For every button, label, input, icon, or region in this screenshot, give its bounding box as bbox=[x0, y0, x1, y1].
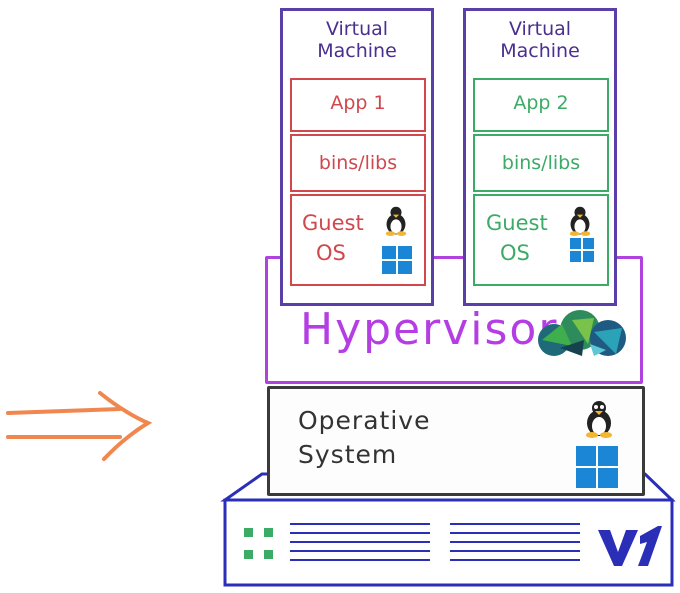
vm2-libs-label: bins/libs bbox=[501, 152, 581, 174]
vm2-libs-layer bbox=[473, 134, 609, 192]
windows-logo-icon bbox=[382, 246, 412, 274]
vm1-libs-layer bbox=[290, 134, 426, 192]
vm2-app-layer bbox=[473, 78, 609, 132]
cloud-mosaic-icon bbox=[538, 310, 626, 356]
server-logo bbox=[598, 526, 662, 566]
vm1-app-layer bbox=[290, 78, 426, 132]
windows-logo-icon bbox=[576, 446, 618, 488]
vm2-title: Virtual Machine bbox=[500, 18, 580, 62]
vm2-guest-os-label: Guest OS bbox=[486, 211, 548, 265]
vm1-app-label: App 1 bbox=[330, 92, 386, 114]
right-double-arrow-icon bbox=[6, 391, 153, 461]
server-led-icon bbox=[244, 528, 273, 559]
linux-tux-icon bbox=[569, 206, 591, 236]
vm1-title: Virtual Machine bbox=[317, 18, 397, 62]
vm1-guest-os-label: Guest OS bbox=[302, 211, 364, 265]
virtual-machine-1 bbox=[280, 8, 434, 306]
vm1-libs-label: bins/libs bbox=[318, 152, 398, 174]
windows-logo-icon bbox=[570, 238, 594, 262]
vm1-guest-os-layer bbox=[290, 194, 426, 286]
vm2-guest-os-layer bbox=[473, 194, 609, 286]
linux-tux-icon bbox=[586, 401, 612, 438]
hypervisor-label: Hypervisor bbox=[300, 304, 559, 355]
operative-system-label: Operative System bbox=[298, 406, 431, 469]
vm2-app-label: App 2 bbox=[513, 92, 569, 114]
linux-tux-icon bbox=[385, 206, 407, 236]
